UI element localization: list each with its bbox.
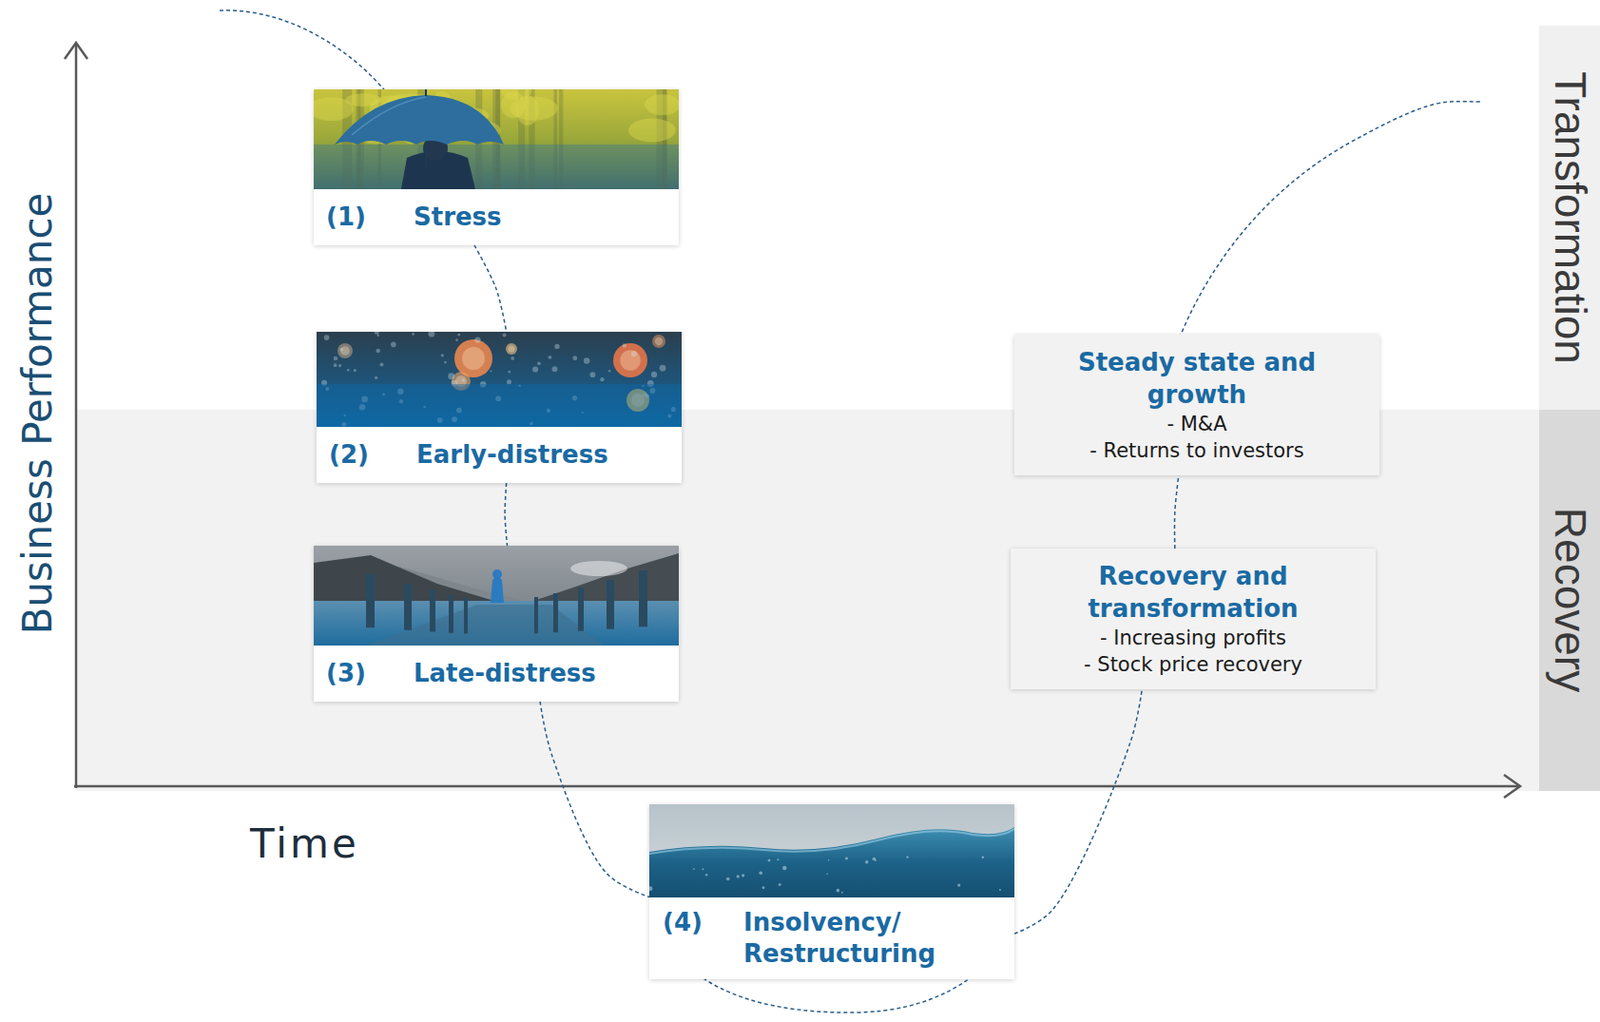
label-row: (2)Early-distress [316, 426, 682, 483]
x-axis [74, 785, 1520, 789]
bullet-text: - Increasing profits [1025, 624, 1361, 652]
axis-arrow [1503, 774, 1521, 798]
bullet-text: - Returns to investors [1029, 437, 1365, 464]
curve-tail [1176, 101, 1481, 345]
bullet-text: - Stock price recovery [1025, 651, 1361, 678]
curve-tail [219, 10, 392, 99]
axis-title: Business Performance [15, 192, 61, 636]
phase-box: Recovery and transformation- Increasing … [1010, 548, 1376, 690]
stage-box: (1)Stress [313, 89, 679, 246]
side-bar [1539, 409, 1600, 791]
axis-arrow [64, 42, 88, 59]
phase-box: Steady state and growth- M&A- Returns to… [1014, 334, 1380, 476]
label-row: (1)Stress [313, 189, 679, 246]
stage-title: Early-distress [416, 440, 609, 470]
bullet-text: - M&A [1029, 410, 1365, 438]
stage-box: (3)Late-distress [313, 545, 679, 702]
stage-photo [316, 331, 682, 427]
stage-box: (2)Early-distress [316, 331, 682, 483]
stage-photo [313, 545, 679, 646]
y-axis [75, 43, 78, 789]
region-label: Recovery [1544, 507, 1596, 693]
stage-photo [649, 804, 1015, 898]
stage-title: Late-distress [413, 658, 597, 689]
region-label: Transformation [1544, 71, 1596, 365]
dashed-connector [1175, 475, 1179, 549]
side-bar [1539, 25, 1600, 410]
axis-title: Time [250, 821, 360, 868]
label-row: (4)Insolvency/ Restructuring [649, 897, 1015, 980]
callout-number: (3) [326, 658, 414, 689]
callout-number: (2) [328, 440, 417, 470]
dashed-connector [1014, 689, 1142, 934]
dashed-connector [539, 701, 650, 898]
stage-title: Insolvency/ Restructuring [743, 906, 982, 970]
stage-title: Stress [413, 202, 502, 232]
phase-title: Steady state and growth [1029, 346, 1365, 411]
callout-number: (1) [326, 202, 414, 232]
stage-photo [313, 89, 679, 190]
dashed-connector [504, 482, 507, 546]
label-row: (3)Late-distress [313, 645, 679, 702]
stage-box: (4)Insolvency/ Restructuring [649, 804, 1015, 980]
phase-title: Recovery and transformation [1025, 559, 1361, 625]
callout-number: (4) [662, 906, 744, 939]
dashed-connector [474, 245, 507, 332]
